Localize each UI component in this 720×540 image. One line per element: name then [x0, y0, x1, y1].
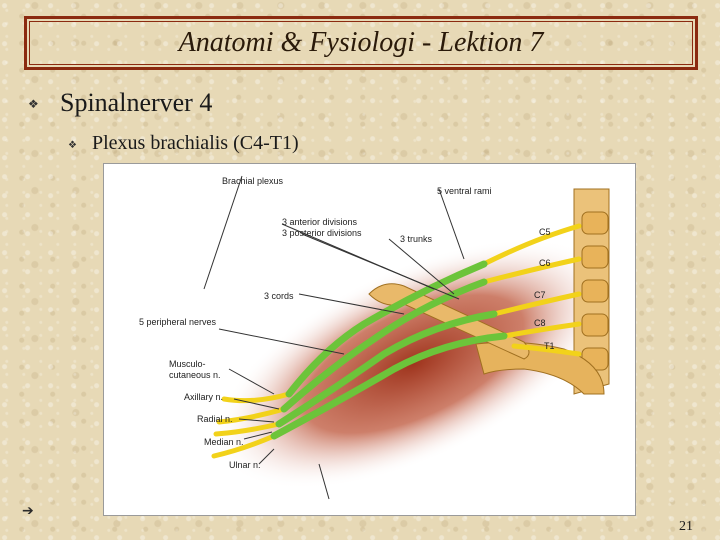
label-ventral-rami: 5 ventral rami [437, 186, 492, 196]
label-radial: Radial n. [197, 414, 233, 424]
label-c7: C7 [534, 290, 546, 300]
label-anterior-divisions: 3 anterior divisions [282, 217, 358, 227]
label-cords: 3 cords [264, 291, 294, 301]
label-brachial-plexus: Brachial plexus [222, 176, 284, 186]
label-c6: C6 [539, 258, 551, 268]
label-c5: C5 [539, 227, 551, 237]
brachial-plexus-illustration: Brachial plexus 5 ventral rami 3 anterio… [103, 163, 636, 516]
sub-bullet-heading: Plexus brachialis (C4-T1) [92, 132, 299, 155]
label-trunks: 3 trunks [400, 234, 433, 244]
label-musculocutaneous-line1: Musculo- [169, 359, 206, 369]
page-number: 21 [679, 519, 693, 535]
title-frame: Anatomi & Fysiologi - Lektion 7 [24, 16, 698, 70]
slide-title: Anatomi & Fysiologi - Lektion 7 [27, 27, 695, 59]
main-bullet-heading: Spinalnerver 4 [60, 88, 212, 118]
label-musculocutaneous-line2: cutaneous n. [169, 370, 221, 380]
diamond-bullet-icon: ❖ [68, 140, 77, 151]
diamond-bullet-icon: ❖ [28, 97, 39, 112]
label-axillary: Axillary n. [184, 392, 223, 402]
label-t1: T1 [544, 341, 555, 351]
label-ulnar: Ulnar n. [229, 460, 261, 470]
label-median: Median n. [204, 437, 244, 447]
label-peripheral-nerves: 5 peripheral nerves [139, 317, 217, 327]
right-arrow-icon: ➔ [22, 503, 34, 519]
label-c8: C8 [534, 318, 546, 328]
anatomy-drawing: Brachial plexus 5 ventral rami 3 anterio… [104, 164, 635, 515]
label-posterior-divisions: 3 posterior divisions [282, 228, 362, 238]
